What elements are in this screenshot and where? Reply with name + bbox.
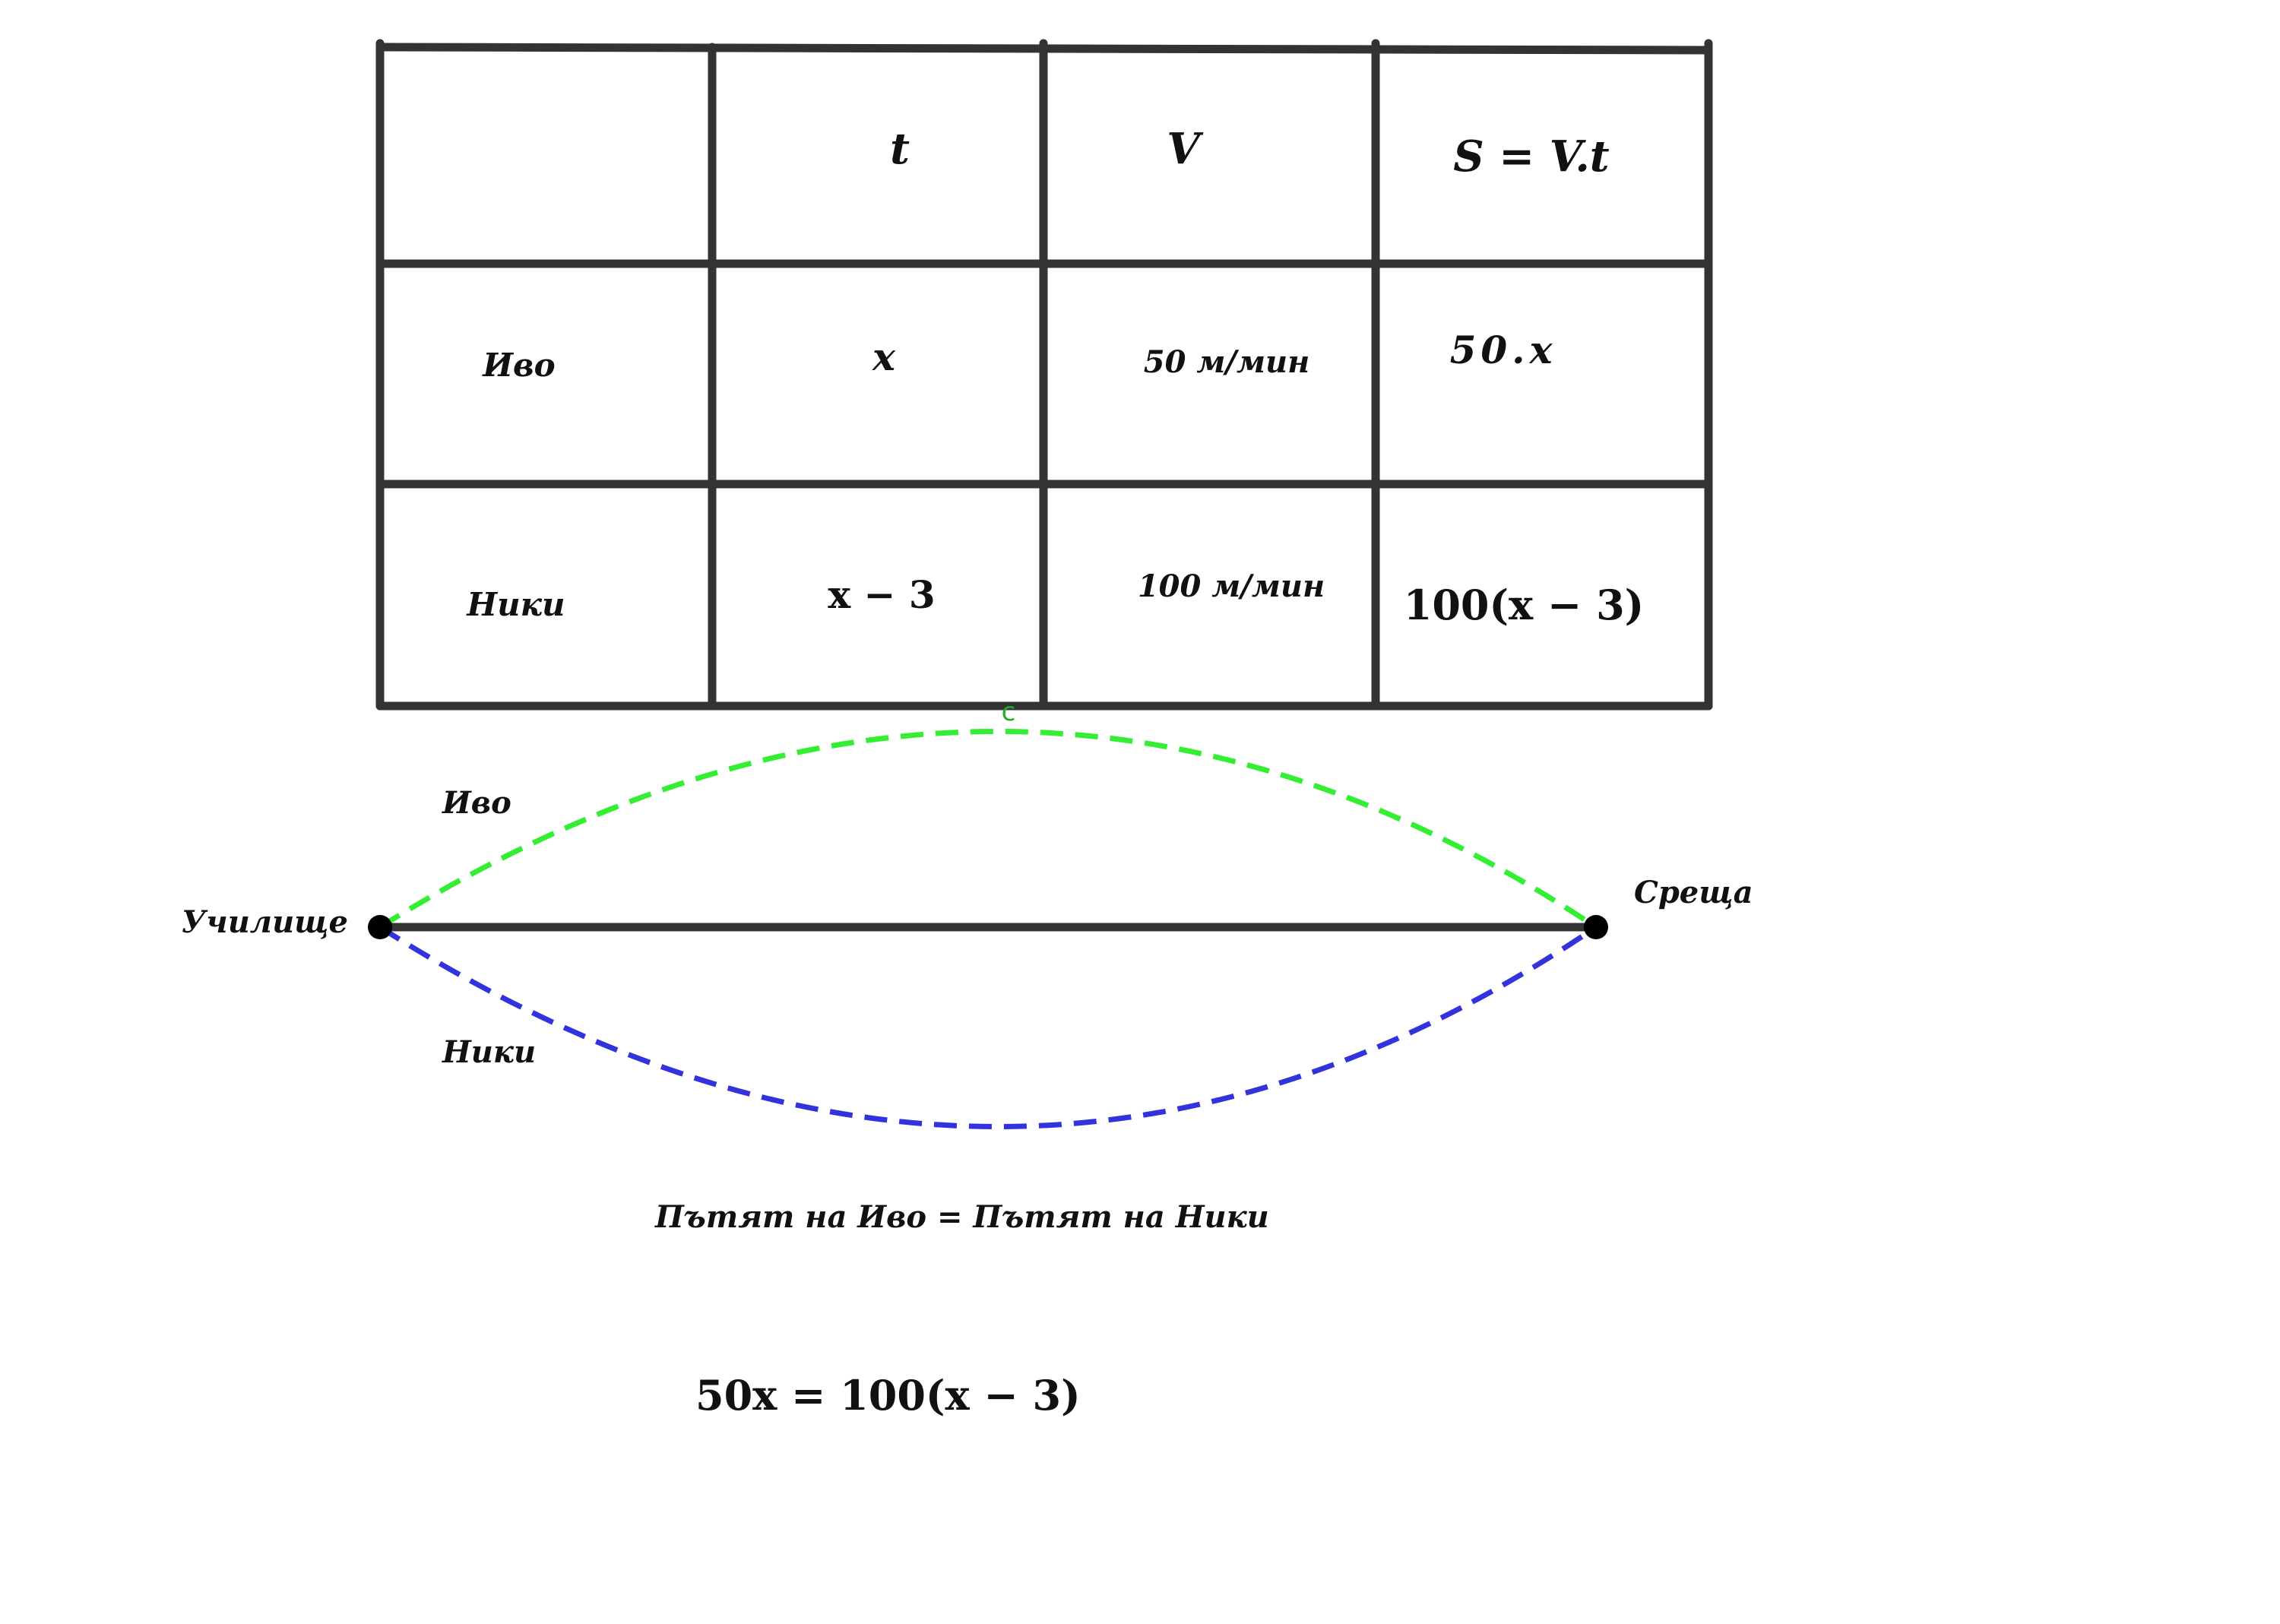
- ivo-path-arc: [378, 729, 1598, 929]
- niki-path-arc: [378, 925, 1598, 1129]
- end-point: [1584, 915, 1608, 939]
- row-niki-velocity: 100 м/мин: [1138, 568, 1325, 604]
- row-ivo-name: Иво: [482, 347, 555, 384]
- niki-arc-label: Ники: [442, 1034, 536, 1070]
- header-cell-velocity: V: [1167, 124, 1204, 174]
- start-point: [368, 915, 392, 939]
- start-label: Училище: [182, 904, 348, 940]
- row-ivo-time: x: [872, 334, 896, 379]
- final-equation: 50x = 100(x − 3): [695, 1371, 1081, 1420]
- table-grid: [375, 39, 1713, 711]
- row-ivo-distance: 50.x: [1450, 328, 1557, 372]
- row-niki-name: Ники: [466, 586, 565, 623]
- arc-point-label: c: [1002, 697, 1016, 727]
- path-equality-statement: Пътят на Иво = Пътят на Ники: [654, 1199, 1269, 1235]
- row-ivo-velocity: 50 м/мин: [1144, 344, 1310, 380]
- row-niki-time: x − 3: [828, 572, 935, 617]
- end-label: Среща: [1634, 875, 1753, 910]
- ivo-arc-label: Иво: [442, 785, 511, 821]
- header-cell-time: t: [890, 124, 910, 174]
- header-cell-distance: S = V.t: [1453, 131, 1610, 182]
- row-niki-distance: 100(x − 3): [1404, 581, 1644, 629]
